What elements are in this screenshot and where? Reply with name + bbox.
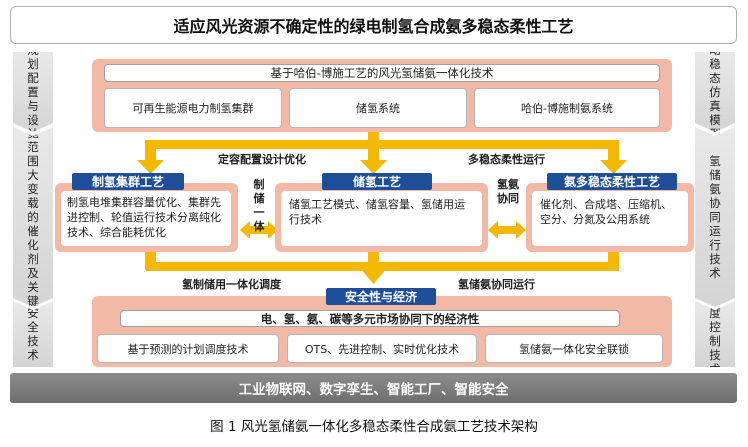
diagram-title: 适应风光资源不确定性的绿电制氢合成氨多稳态柔性工艺: [10, 6, 737, 44]
double-arrow-right-shaft: [495, 226, 519, 234]
box-haber-bosch: 哈伯-博施制氨系统: [474, 88, 660, 128]
tab-h2-cluster-process: 制氢集群工艺: [72, 173, 184, 190]
arrow-right-shaft: [608, 140, 619, 162]
arrow-bottom-head: [360, 268, 387, 284]
tab-h2-storage-process: 储氢工艺: [322, 173, 432, 190]
arrow-left-shaft: [145, 140, 156, 162]
arrow-bottom-bar: [146, 262, 619, 271]
tab-safety-economy: 安全性与经济: [326, 288, 436, 305]
label-capacity-optimization: 定容配置设计优化: [218, 153, 306, 166]
label-coop-operation: 氢储氨协同运行: [458, 278, 535, 291]
text-ammonia-process: 催化剂、合成塔、压缩机、空分、分氮及公用系统: [532, 191, 688, 246]
footer-technology-bar: 工业物联网、数字孪生、智能工厂、智能安全: [10, 373, 737, 403]
left-chevron-catalyst: 适应宽范围大变载的催化剂及关键设备: [13, 127, 53, 307]
double-arrow-left-head-a: [240, 221, 250, 239]
box-safety-interlock: 氢储氨一体化安全联锁: [485, 334, 663, 363]
arrow-bottom-right-riser: [608, 250, 619, 270]
arrow-center-shaft: [368, 140, 379, 162]
top-panel-header: 基于哈伯-博施工艺的风光氢储氨一体化技术: [104, 64, 660, 82]
tab-ammonia-process: 氨多稳态柔性工艺: [547, 173, 677, 190]
double-arrow-left-shaft: [247, 226, 271, 234]
arrow-right-head: [600, 160, 627, 174]
arrow-center-head: [360, 160, 387, 174]
arrow-left-head: [137, 160, 164, 174]
right-chevron-coop: 氢储氨协同运行技术: [695, 127, 735, 307]
double-arrow-right-head-a: [488, 221, 498, 239]
arrow-bottom-left-riser: [145, 250, 156, 270]
arrow-bottom-stem: [368, 250, 379, 270]
text-h2-cluster-process: 制氢电堆集群容量优化、集群先进控制、轮值运行技术分离纯化技术、综合能耗优化: [61, 191, 231, 246]
double-arrow-right-head-b: [516, 221, 526, 239]
figure-caption: 图 1 风光氢储氨一体化多稳态柔性合成氨工艺技术架构: [210, 419, 538, 435]
arrow-top-bar: [146, 140, 619, 149]
double-arrow-left-head-b: [268, 221, 278, 239]
bottom-panel-header: 电、氢、氨、碳等多元市场协同下的经济性: [120, 310, 620, 327]
label-multistable-operation: 多稳态柔性运行: [468, 153, 545, 166]
label-production-storage: 制储一体: [253, 178, 265, 233]
box-forecast-dispatch: 基于预测的计划调度技术: [97, 334, 279, 363]
box-h2-storage: 储氢系统: [289, 88, 467, 128]
label-integrated-dispatch: 氢制储用一体化调度: [182, 278, 281, 291]
left-chevron-safety: 安全技术: [13, 301, 53, 367]
box-h2-cluster: 可再生能源电力制氢集群: [104, 88, 282, 128]
text-h2-storage-process: 储氢工艺模式、储氢容量、氢储用运行技术: [281, 191, 482, 246]
label-h2-nh3-coop: 氢氨协同: [497, 178, 519, 205]
box-ots-control: OTS、先进控制、实时优化技术: [287, 334, 477, 363]
